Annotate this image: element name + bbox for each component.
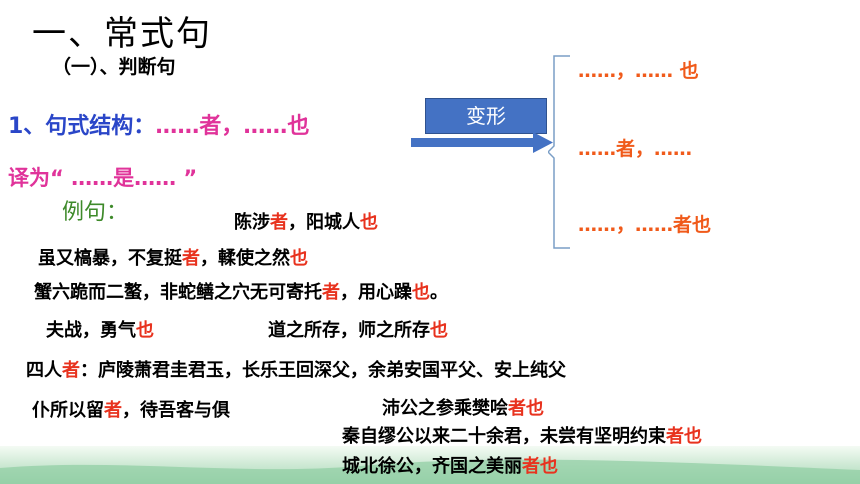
example-sentence: 沛公之参乘樊哙者也 [382,394,544,420]
example-sentence: 蟹六跪而二螯，非蛇鳝之穴无可寄托者，用心躁也。 [34,278,448,304]
example-particle: 也 [540,456,558,477]
translation-line: 译为“ ……是…… ” [8,166,198,190]
example-text: ，阳城人 [288,212,360,233]
form-pattern-3: ……，……者也 [578,210,711,237]
example-particle: 也 [684,426,702,447]
example-text: 四人 [26,360,62,381]
example-particle: 者 [522,456,540,477]
example-sentence: 仆所以留者，待吾客与俱 [32,396,230,422]
example-particle: 者 [104,400,122,421]
example-text: 秦自缪公以来二十余君，未尝有坚明约束 [342,426,666,447]
example-text: 虽又槁暴，不复挺 [38,248,182,269]
example-sentence: 四人者：庐陵萧君圭君玉，长乐王回深父，余弟安国平父、安上纯父 [26,356,566,382]
brace-icon [548,55,570,249]
example-text: 陈涉 [234,212,270,233]
example-particle: 也 [430,320,448,341]
example-sentence: 夫战，勇气也 [46,316,154,342]
example-text: 。 [430,282,448,303]
form-particle: 者也 [673,214,712,236]
transform-box: 变形 [425,98,547,134]
example-sentence: 秦自缪公以来二十余君，未尝有坚明约束者也 [342,422,702,448]
example-sentence: 陈涉者，阳城人也 [234,208,378,234]
form-pattern-2: ……者，…… [578,134,692,161]
example-particle: 者 [270,212,288,233]
example-text: 夫战，勇气 [46,320,136,341]
example-label: 例句： [62,200,129,225]
example-text: ：庐陵萧君圭君玉，长乐王回深父，余弟安国平父、安上纯父 [80,360,566,381]
structure-pattern: ……者，……也 [155,114,310,139]
form-text: ……，…… [578,60,680,82]
example-text: 仆所以留 [32,400,104,421]
example-text: ，待吾客与俱 [122,400,230,421]
example-particle: 者 [508,398,526,419]
example-particle: 者 [322,282,340,303]
example-particle: 也 [360,212,378,233]
section-subtitle: （一）、判断句 [52,56,176,78]
example-particle: 者 [62,360,80,381]
right-arrow-icon [411,132,553,153]
example-sentence: 道之所存，师之所存也 [268,316,448,342]
form-pattern-1: ……，…… 也 [578,56,699,83]
example-particle: 也 [412,282,430,303]
sentence-structure: 1、句式结构：……者，……也 [8,108,309,140]
example-particle: 者 [666,426,684,447]
form-particle: 也 [679,60,699,82]
bottom-decorative-band [0,446,860,484]
example-particle: 也 [290,248,308,269]
example-text: ，用心躁 [340,282,412,303]
form-text: ……者，…… [578,138,693,160]
example-particle: 者 [182,248,200,269]
example-text: 蟹六跪而二螯，非蛇鳝之穴无可寄托 [34,282,322,303]
example-text: ，輮使之然 [200,248,290,269]
example-particle: 也 [136,320,154,341]
page-title: 一、常式句 [32,14,212,54]
structure-prefix: 1、句式结构： [8,114,156,139]
example-sentence: 城北徐公，齐国之美丽者也 [342,452,558,478]
example-particle: 也 [526,398,544,419]
example-text: 沛公之参乘樊哙 [382,398,508,419]
form-text: ……，…… [578,214,674,236]
example-sentence: 虽又槁暴，不复挺者，輮使之然也 [38,244,308,270]
example-text: 道之所存，师之所存 [268,320,430,341]
example-text: 城北徐公，齐国之美丽 [342,456,522,477]
